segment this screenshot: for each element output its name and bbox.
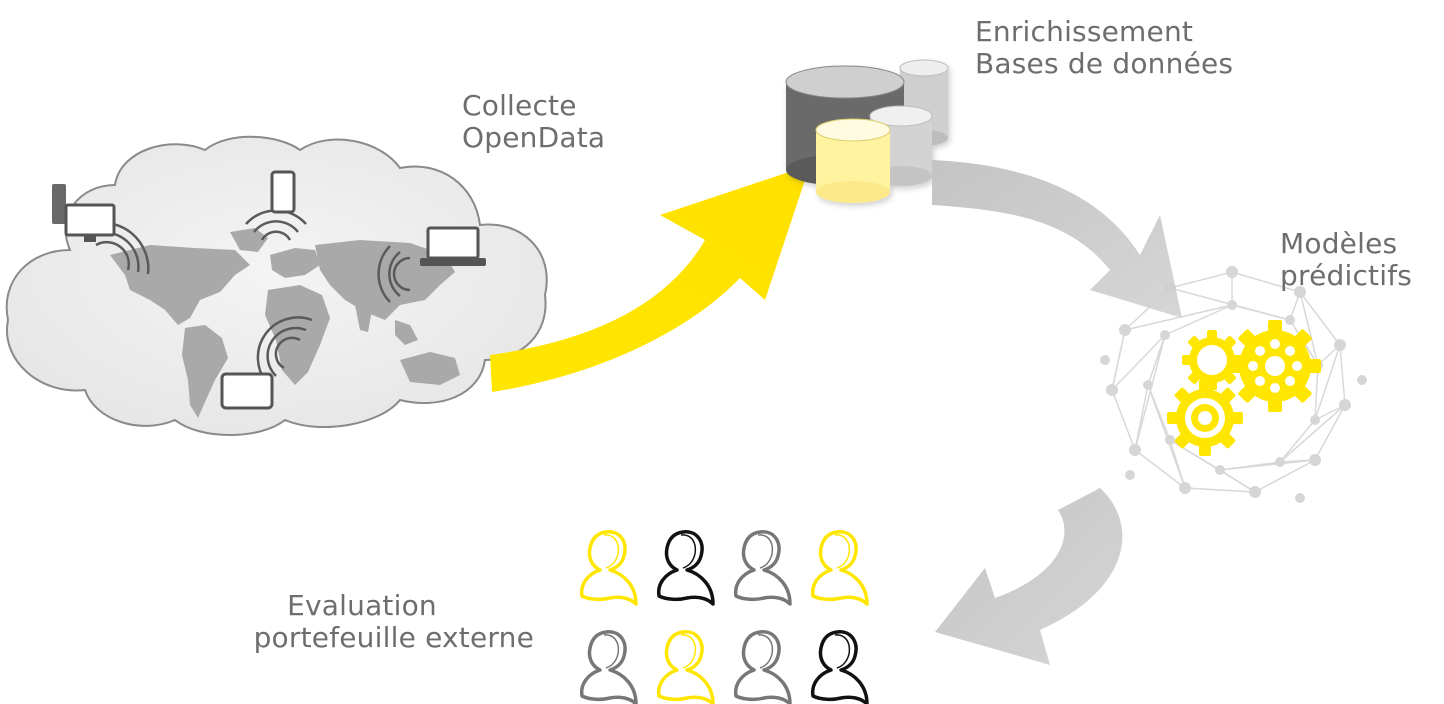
yellow-arrow [490, 165, 810, 392]
enrichissement-label-line2: Bases de données [975, 47, 1234, 80]
person-icon [656, 630, 715, 704]
person-outline [656, 630, 715, 704]
modeles-label-line2: prédictifs [1280, 259, 1413, 292]
gray-arrow-2 [935, 488, 1123, 665]
person-outline [810, 530, 869, 606]
person-outline [656, 530, 715, 606]
database-icon [785, 59, 949, 203]
collecte-label-line1: Collecte [462, 89, 577, 122]
person-outline [810, 630, 869, 704]
enrichissement-label-line1: Enrichissement [975, 15, 1194, 48]
evaluation-label: Evaluation portefeuille externe [180, 590, 534, 654]
gears-icon [1167, 320, 1321, 456]
person-outline [733, 530, 792, 606]
person-icon [810, 630, 869, 704]
modeles-label-line1: Modèles [1280, 227, 1398, 260]
person-inner-stroke [680, 534, 697, 569]
person-icon [733, 630, 792, 704]
collecte-label-line2: OpenData [462, 121, 606, 154]
desktop-icon [52, 184, 116, 242]
person-inner-stroke [834, 534, 851, 569]
world-map-icon [110, 228, 460, 418]
gray-arrow-1 [932, 160, 1182, 318]
person-outline [579, 530, 638, 606]
person-inner-stroke [603, 534, 620, 569]
laptop-icon [420, 226, 486, 266]
phone-icon [270, 170, 296, 214]
modeles-label: Modèles prédictifs [1280, 228, 1412, 292]
person-outline [733, 630, 792, 704]
person-inner-stroke [757, 534, 774, 569]
evaluation-label-line1: Evaluation [287, 589, 437, 622]
enrichissement-label: Enrichissement Bases de données [975, 16, 1233, 80]
person-icon [579, 630, 638, 704]
person-inner-stroke [680, 634, 697, 669]
person-inner-stroke [834, 634, 851, 669]
evaluation-label-line2: portefeuille externe [253, 621, 534, 654]
person-icon [733, 530, 792, 606]
person-icon [810, 530, 869, 606]
person-inner-stroke [603, 634, 620, 669]
person-icon [656, 530, 715, 606]
person-inner-stroke [757, 634, 774, 669]
person-outline [579, 630, 638, 704]
person-icon [579, 530, 638, 606]
tablet-icon [220, 372, 274, 410]
collecte-label: Collecte OpenData [462, 90, 605, 154]
